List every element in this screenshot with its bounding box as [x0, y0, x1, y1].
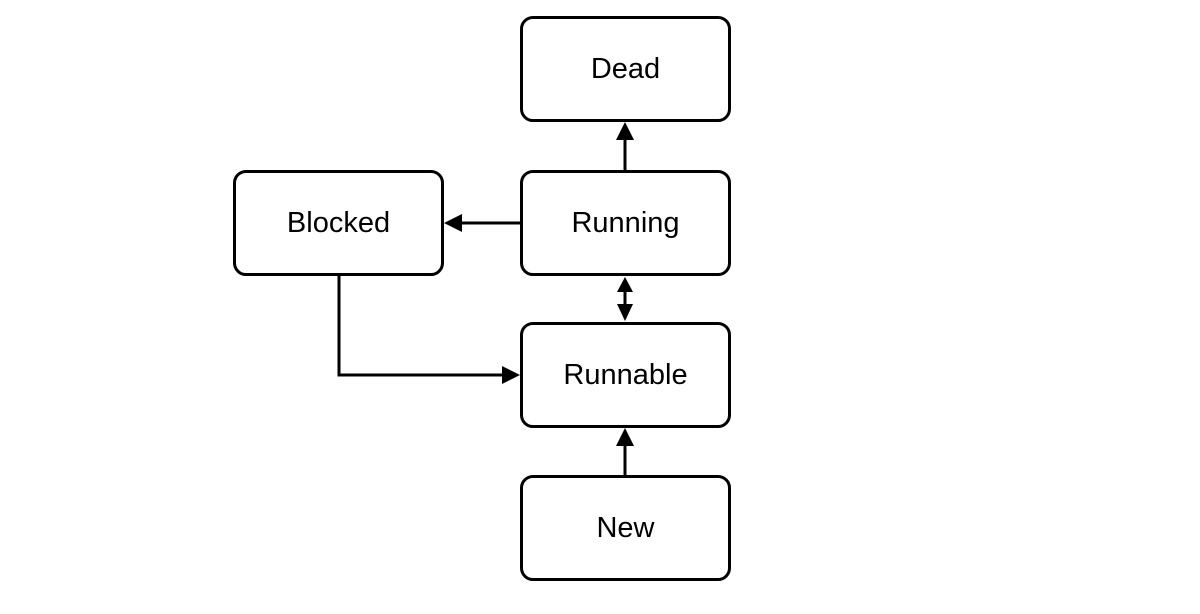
state-node-dead: Dead — [520, 16, 731, 122]
arrowhead-down-icon — [617, 304, 633, 321]
edge-running-runnable-bidirectional — [617, 277, 633, 321]
state-node-new: New — [520, 475, 731, 581]
state-node-blocked: Blocked — [233, 170, 444, 276]
arrowhead-left-icon — [444, 214, 462, 232]
state-label-dead: Dead — [590, 52, 661, 85]
state-label-blocked: Blocked — [286, 206, 391, 239]
edge-blocked-to-runnable — [337, 276, 520, 384]
state-label-new: New — [596, 511, 655, 544]
state-node-running: Running — [520, 170, 731, 276]
state-label-runnable: Runnable — [563, 358, 688, 391]
arrowhead-right-icon — [502, 366, 520, 384]
arrowhead-up-icon — [616, 428, 634, 446]
state-label-running: Running — [571, 206, 680, 239]
edge-new-to-runnable — [616, 428, 634, 475]
arrowhead-up-icon — [617, 277, 633, 292]
edge-running-to-dead — [616, 122, 634, 170]
arrowhead-up-icon — [616, 122, 634, 140]
edge-running-to-blocked — [444, 214, 520, 232]
state-node-runnable: Runnable — [520, 322, 731, 428]
